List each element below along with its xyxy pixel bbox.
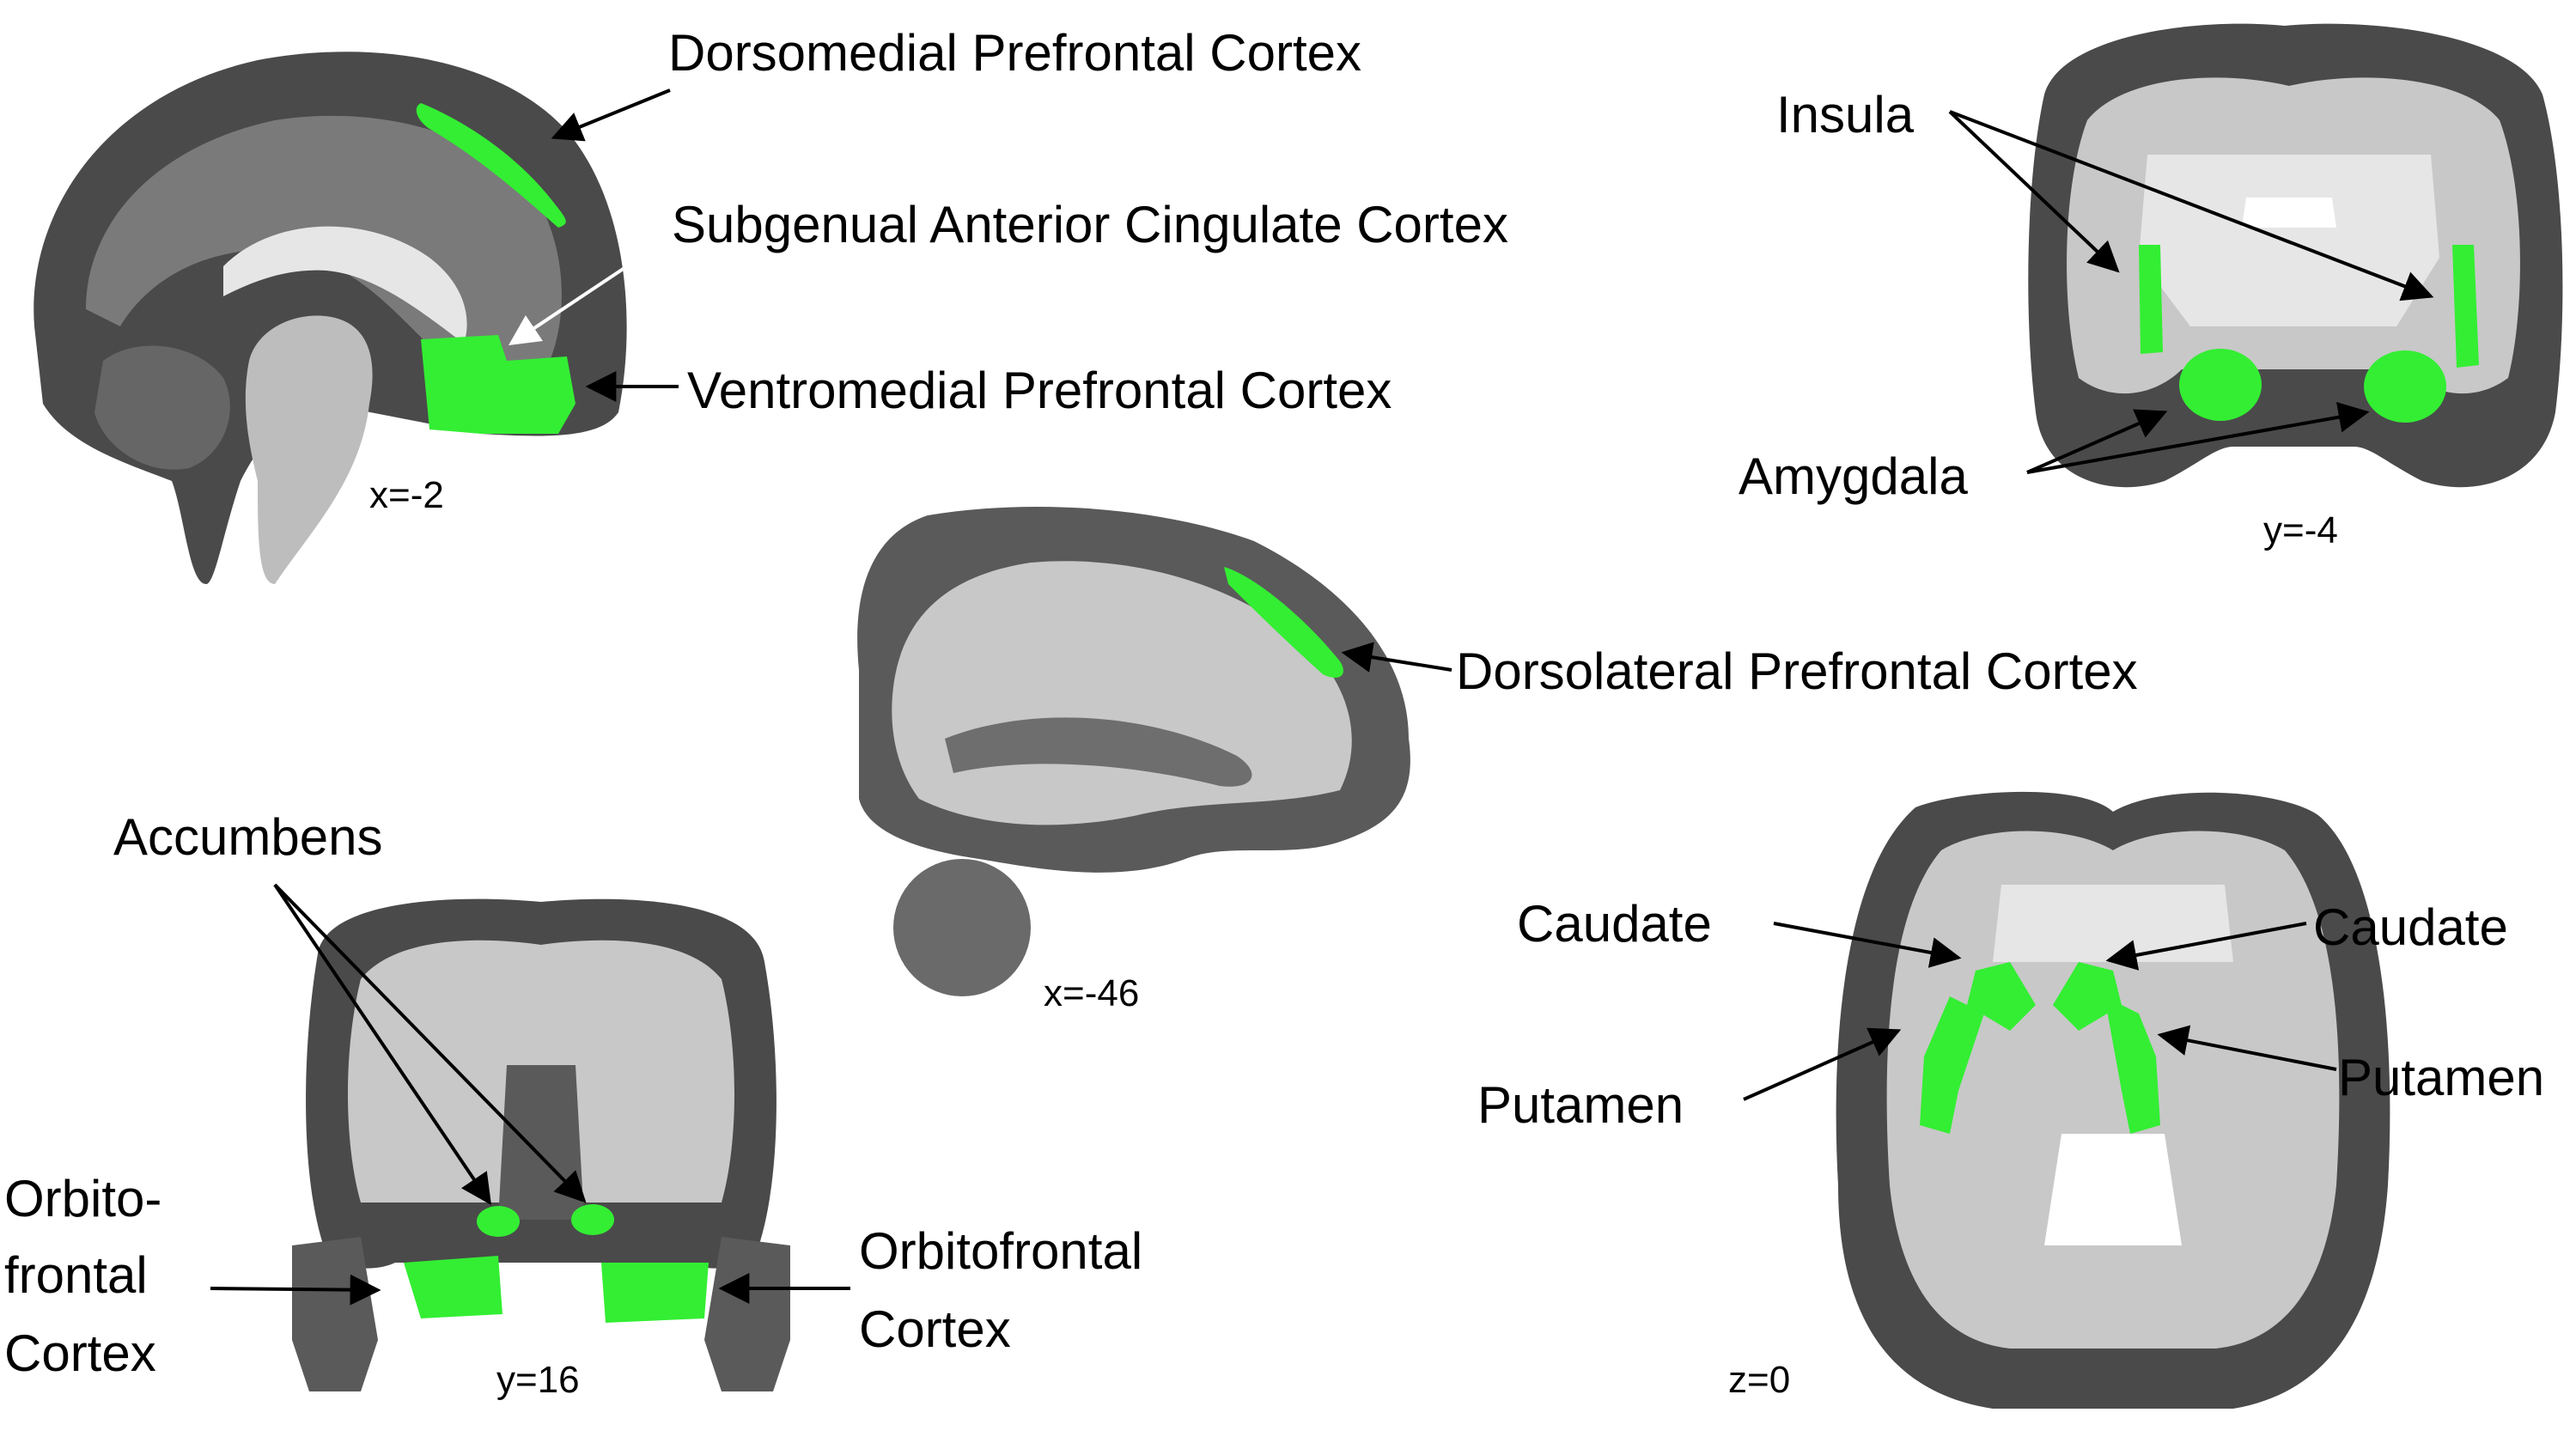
coord-coronal-posterior: y=-4 [2263, 509, 2338, 551]
sagittal-lateral-slice [857, 507, 1410, 996]
arrow-ofc-left [210, 1274, 381, 1306]
label-putamen-left: Putamen [1477, 1076, 1684, 1134]
arrow-putamen-right [2157, 1025, 2337, 1071]
coronal-posterior-slice [2028, 23, 2563, 488]
label-accumbens: Accumbens [113, 808, 383, 866]
arrow-putamen-left [1743, 1027, 1902, 1101]
label-putamen-right: Putamen [2338, 1049, 2545, 1106]
coord-coronal-anterior: y=16 [496, 1359, 580, 1401]
ofc-right-roi [601, 1263, 709, 1323]
arrow-caudate-left [1773, 922, 1962, 968]
sagittal-medial-slice [33, 52, 627, 585]
label-ofc-left-1: Orbito- [4, 1170, 162, 1227]
dlpfc-roi [1224, 567, 1343, 679]
accumbens-right-roi [571, 1204, 614, 1235]
coord-sagittal-lateral: x=-46 [1044, 972, 1140, 1014]
arrow-caudate-right [2105, 922, 2307, 971]
arrow-accumbens-left [273, 883, 492, 1205]
label-ofc-left-2: frontal [4, 1246, 148, 1304]
putamen-right-roi [2104, 996, 2160, 1134]
caudate-right-roi [2053, 962, 2122, 1031]
label-caudate-left: Caudate [1517, 895, 1712, 953]
accumbens-left-roi [477, 1206, 520, 1237]
arrow-dmpfc [551, 88, 671, 142]
arrow-insula-left [1948, 110, 2120, 273]
amygdala-left-roi [2179, 349, 2262, 421]
arrow-accumbens-right [273, 883, 587, 1203]
dmpfc-roi [416, 103, 566, 228]
coronal-anterior-slice [292, 898, 790, 1391]
arrow-amygdala-left [2026, 409, 2168, 474]
arrow-amygdala-right [2026, 401, 2370, 474]
amygdala-right-roi [2364, 350, 2446, 423]
label-ofc-right-1: Orbitofrontal [859, 1222, 1143, 1280]
putamen-left-roi [1920, 996, 1984, 1134]
arrow-sgacc [509, 239, 667, 345]
label-caudate-right: Caudate [2313, 898, 2508, 956]
sgacc-vmpfc-roi [421, 335, 575, 434]
insula-left-roi [2139, 245, 2163, 354]
ofc-left-roi [404, 1256, 502, 1318]
arrows [210, 88, 2434, 1306]
label-sgacc: Subgenual Anterior Cingulate Cortex [672, 196, 1508, 253]
axial-slice [1836, 791, 2390, 1409]
label-vmpfc: Ventromedial Prefrontal Cortex [687, 362, 1392, 419]
label-dmpfc: Dorsomedial Prefrontal Cortex [668, 24, 1361, 82]
arrow-dlpfc [1341, 642, 1452, 673]
label-dlpfc: Dorsolateral Prefrontal Cortex [1456, 642, 2138, 700]
coord-axial: z=0 [1728, 1359, 1791, 1401]
label-ofc-left-3: Cortex [4, 1324, 156, 1382]
coord-sagittal-medial: x=-2 [369, 474, 444, 516]
label-insula: Insula [1776, 86, 1915, 143]
insula-right-roi [2452, 245, 2479, 368]
arrow-insula-right [1949, 110, 2434, 301]
label-amygdala: Amygdala [1739, 448, 1968, 505]
label-ofc-right-2: Cortex [859, 1300, 1011, 1358]
